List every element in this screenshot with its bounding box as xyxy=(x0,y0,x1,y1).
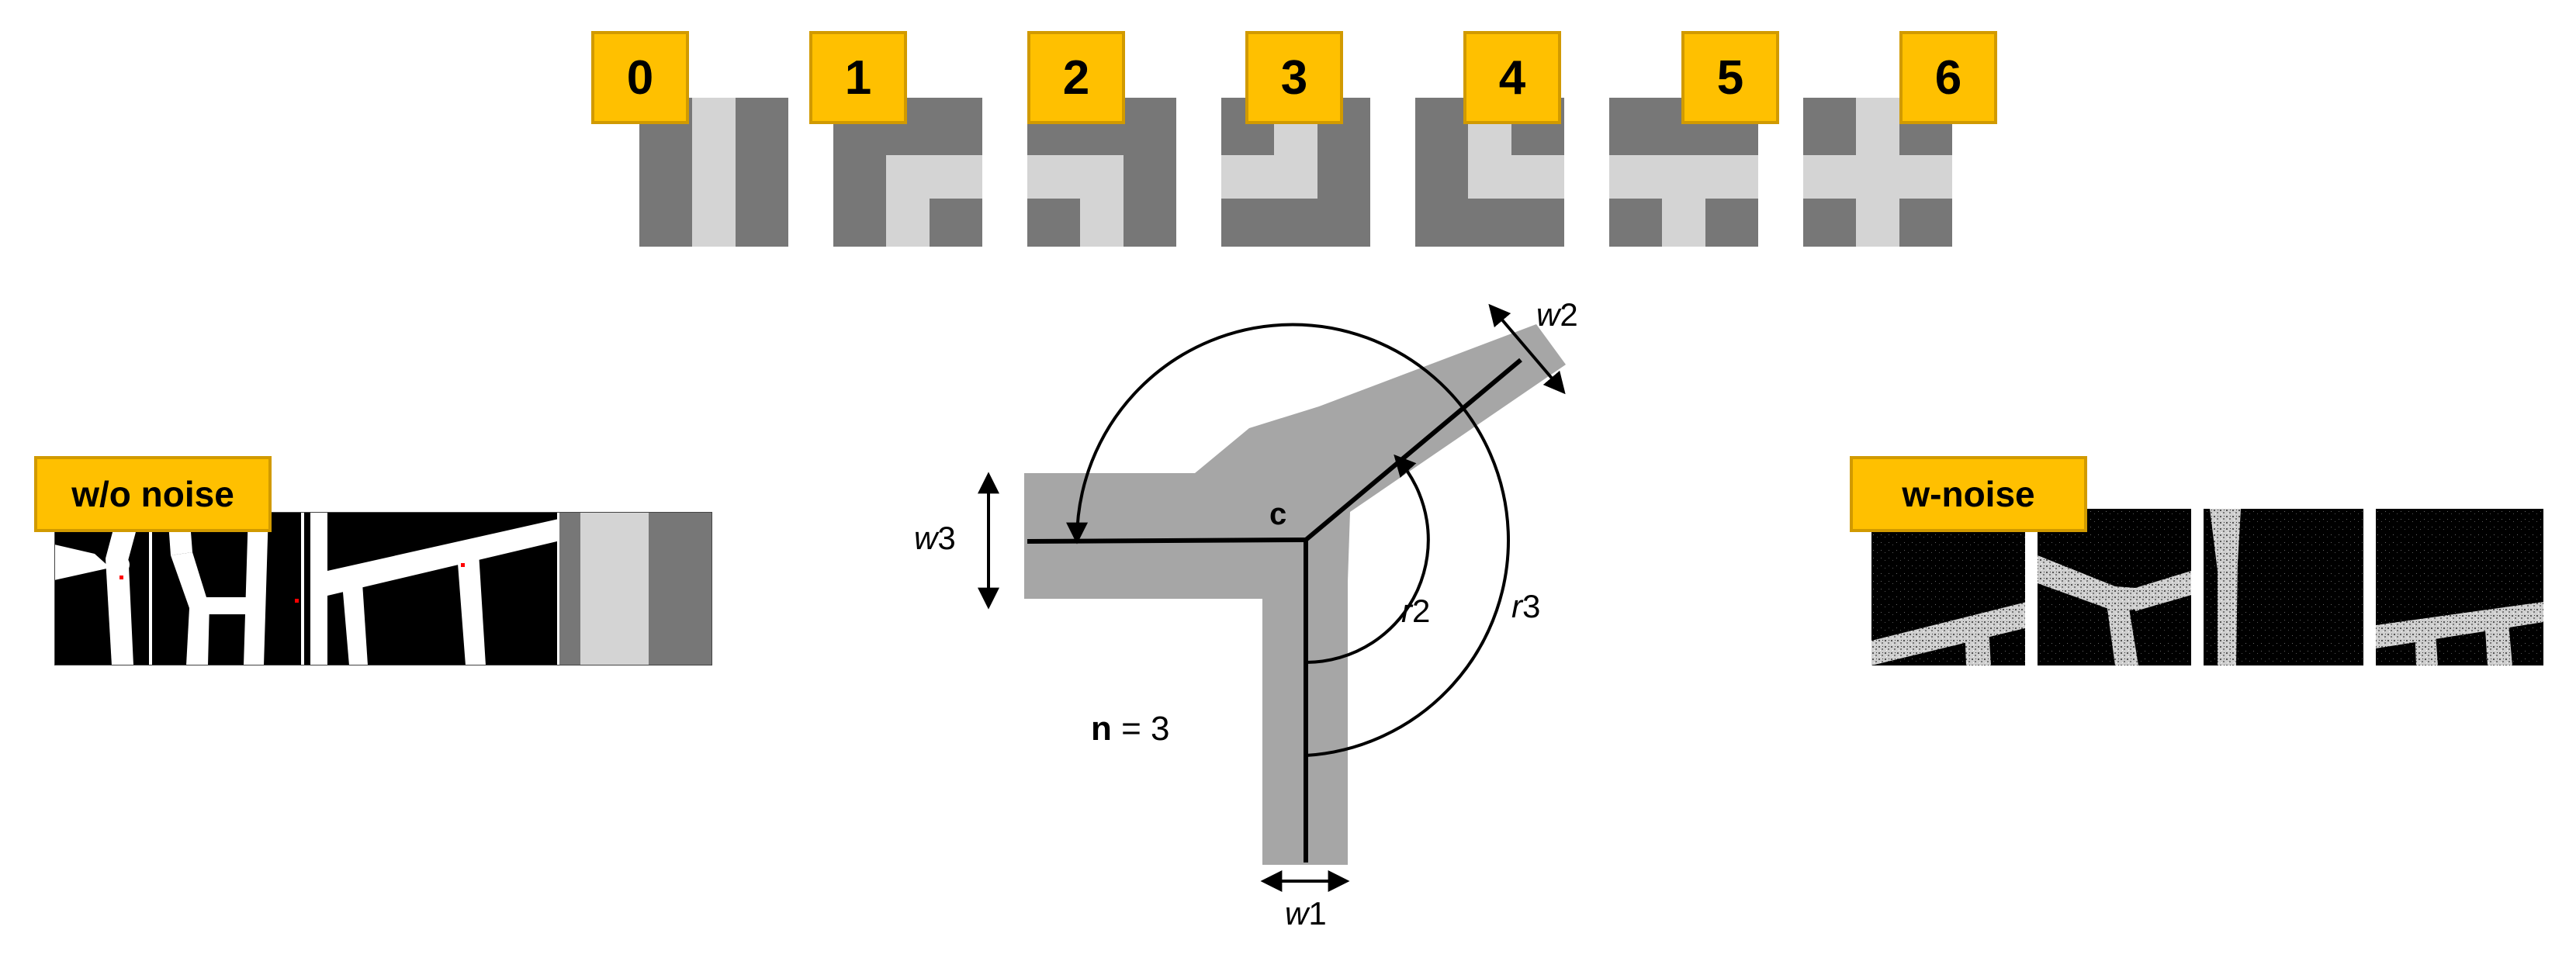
w2-label: w2 xyxy=(1536,296,1578,333)
tile-4-badge: 4 xyxy=(1463,31,1561,124)
width-arrows xyxy=(978,303,1566,892)
center-label: c xyxy=(1269,497,1286,531)
tile-0-badge: 0 xyxy=(591,31,689,124)
n-label: n = 3 xyxy=(1091,710,1170,748)
tile-0 xyxy=(639,98,788,247)
with-noise-label: w-noise xyxy=(1850,456,2087,532)
tile-3-badge: 3 xyxy=(1245,31,1343,124)
w3-label: w3 xyxy=(914,520,956,556)
tile-6-badge: 6 xyxy=(1899,31,1997,124)
angle-arcs xyxy=(1066,323,1510,757)
r3-label: r3 xyxy=(1511,588,1540,624)
tile-6 xyxy=(1803,98,1952,247)
without-noise-label: w/o noise xyxy=(34,456,272,532)
tile-2-badge: 2 xyxy=(1027,31,1125,124)
with-noise-strip xyxy=(1871,509,2543,665)
without-noise-strip xyxy=(54,512,712,665)
r2-label: r2 xyxy=(1401,593,1430,629)
w1-label: w1 xyxy=(1285,895,1327,932)
branch-shapes xyxy=(1024,324,1566,865)
tile-1-badge: 1 xyxy=(809,31,907,124)
junction-diagram: c w3 w2 w1 r2 r3 n = 3 xyxy=(914,296,1578,932)
tile-5-badge: 5 xyxy=(1681,31,1779,124)
